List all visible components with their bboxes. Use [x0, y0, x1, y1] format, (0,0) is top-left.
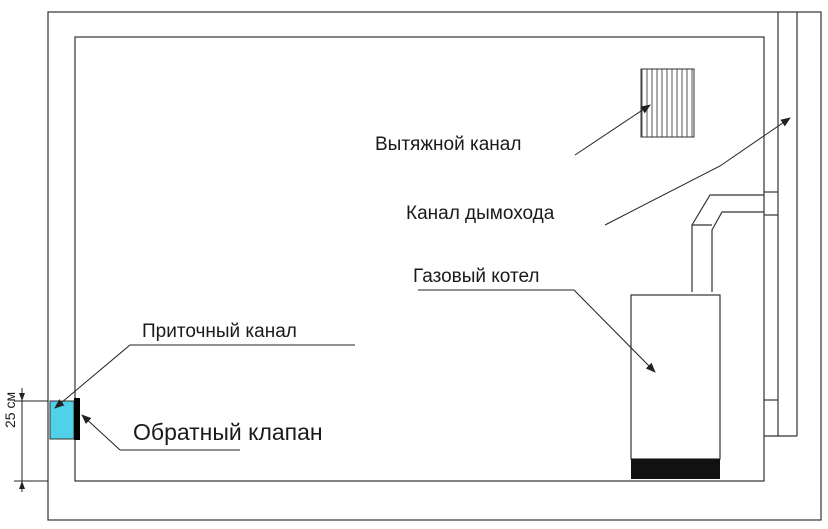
check-valve-label: Обратный клапан	[133, 419, 323, 445]
gas-boiler	[630, 294, 721, 479]
supply-leader	[54, 344, 355, 409]
dimension-marker	[14, 388, 48, 492]
outer-wall	[47, 11, 822, 521]
valve-leader	[81, 414, 121, 451]
boiler-base	[631, 459, 720, 479]
inner-wall	[74, 36, 765, 482]
boiler-label: Газовый котел	[413, 266, 539, 287]
supply-label: Приточный канал	[142, 321, 297, 342]
dimension-label: 25 см	[2, 392, 18, 428]
supply-duct	[49, 400, 75, 440]
exhaust-label: Вытяжной канал	[375, 134, 521, 155]
flue-pipe	[691, 194, 764, 292]
exhaust-leader	[574, 104, 651, 156]
chimney-label: Канал дымохода	[406, 203, 555, 224]
chimney-shaft	[764, 12, 798, 437]
check-valve	[74, 398, 80, 440]
boiler-leader	[418, 289, 656, 373]
exhaust-vent	[640, 68, 695, 138]
chimney-leader	[604, 117, 791, 226]
